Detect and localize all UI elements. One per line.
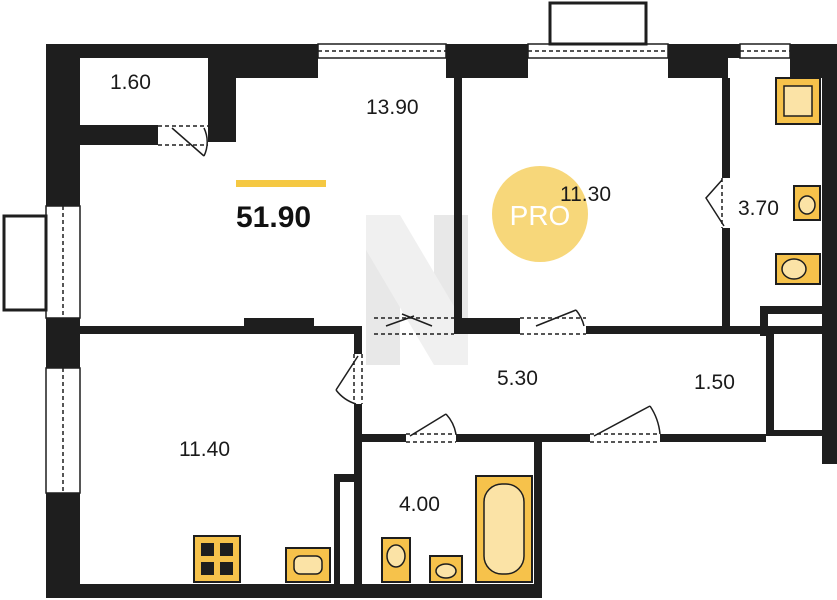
room-area-closet: 1.50	[694, 371, 735, 394]
letter-h-watermark-icon	[366, 215, 468, 365]
toilet-icon	[381, 537, 411, 583]
windows	[45, 43, 791, 494]
stove-icon	[193, 535, 241, 583]
sink-icon	[793, 185, 821, 221]
sink-icon	[775, 77, 821, 125]
total-area-accent-bar	[236, 180, 326, 187]
toilet-icon	[775, 253, 821, 285]
room-area-living: 13.90	[366, 96, 419, 119]
room-area-bathroom: 3.70	[738, 197, 779, 220]
sink-icon	[429, 555, 463, 583]
pro-badge: PRO	[492, 166, 588, 262]
balcony	[2, 1, 648, 312]
bathtub-icon	[475, 475, 533, 583]
room-area-kitchen: 11.40	[179, 438, 230, 461]
room-area-hall: 5.30	[497, 367, 538, 390]
walls	[46, 44, 837, 598]
room-area-storage: 1.60	[110, 71, 151, 94]
pro-badge-text: PRO	[510, 200, 571, 231]
total-area-label: 51.90	[236, 201, 311, 234]
room-area-bedroom: 11.30	[560, 183, 611, 206]
doors	[158, 125, 725, 443]
sink-icon	[285, 547, 331, 583]
room-area-washroom: 4.00	[399, 493, 440, 516]
fixtures	[193, 77, 821, 583]
